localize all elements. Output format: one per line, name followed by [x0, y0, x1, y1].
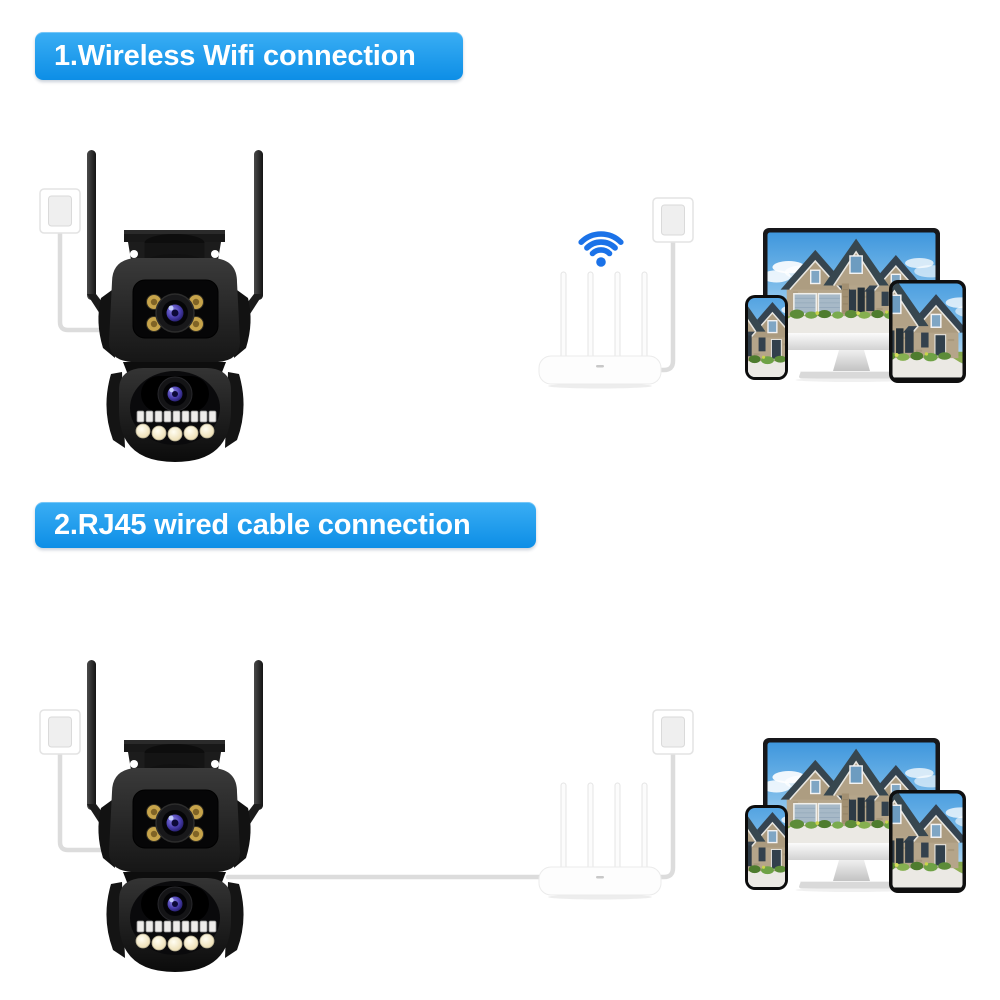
camera-power-cable	[57, 228, 121, 333]
wireless-section-banner: 1.Wireless Wifi connection	[35, 32, 463, 80]
router-power-cable	[649, 237, 676, 373]
router-power-cable	[649, 747, 676, 880]
router-icon	[538, 782, 662, 900]
section-wireless-scene	[39, 149, 989, 463]
dual-lens-ptz-camera-icon	[86, 659, 264, 973]
dual-lens-ptz-camera-icon	[86, 149, 264, 463]
wireless-banner-label: 1.Wireless Wifi connection	[54, 39, 416, 72]
power-outlet-icon	[652, 709, 694, 755]
wired-banner-label: 2.RJ45 wired cable connection	[54, 508, 471, 541]
router-icon	[538, 271, 662, 389]
section-wired-scene	[39, 659, 989, 973]
power-outlet-icon	[39, 709, 81, 755]
camera-power-cable	[57, 749, 121, 853]
power-outlet-icon	[39, 188, 81, 234]
wired-section-banner: 2.RJ45 wired cable connection	[35, 502, 536, 548]
power-outlet-icon	[652, 197, 694, 243]
wifi-signal-icon	[578, 231, 624, 267]
